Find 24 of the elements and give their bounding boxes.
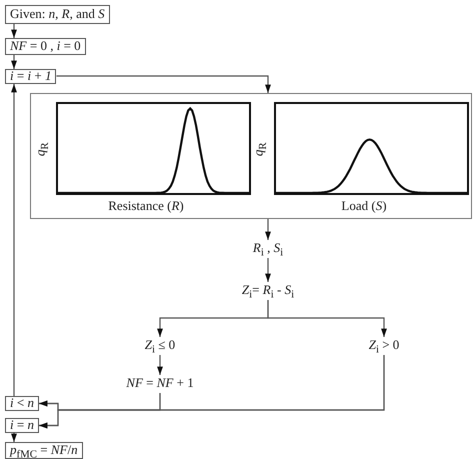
formula-text: NF = NF + 1 [120,375,200,393]
process-box: Given: n, R, and S [5,5,110,24]
arrow [11,84,17,396]
formula-text: R$_{i}$ , S$_{i}$ [230,240,306,258]
process-box: i < n [5,396,39,411]
arrow [38,355,385,428]
process-box: i = n [5,418,39,433]
formula-text: Z$_{i}$= R$_{i}$ - S$_{i}$ [215,282,321,300]
axis-label: Load (S) [340,198,388,214]
process-box: i = i + 1 [5,69,56,84]
arrow [265,219,271,240]
arrow [56,75,271,93]
arrow [11,55,17,69]
arrow [265,258,271,282]
process-box: p$_{fMC}$ = NF/n [5,442,83,459]
process-box: NF = 0 , i = 0 [5,38,86,55]
arrow [11,433,17,442]
arrow [267,300,387,337]
formula-text: Z$_{i}$ > 0 [352,337,416,355]
arrow [11,24,17,38]
axis-label: Resistance (R) [107,198,185,214]
panel [30,93,472,219]
arrow [157,355,163,375]
formula-text: Z$_{i}$ ≤ 0 [128,337,192,355]
